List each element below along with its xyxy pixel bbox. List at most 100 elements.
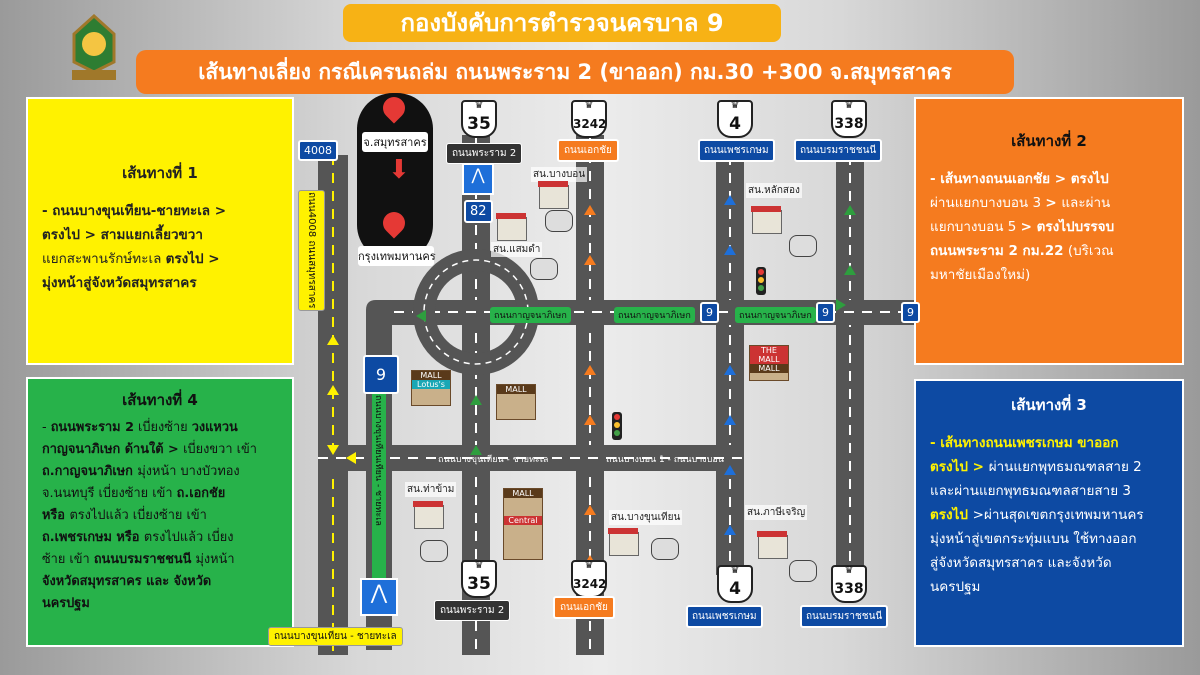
route-2-line-1: - เส้นทางถนนเอกชัย > ตรงไป	[930, 171, 1109, 187]
route-2-line-2a: ผ่านแยกบางบอน 3	[930, 195, 1046, 211]
page-subtitle: เส้นทางเลี่ยง กรณีเครนถล่ม ถนนพระราม 2 (…	[136, 50, 1014, 94]
route-82-sign: 82	[464, 200, 493, 223]
page-title: กองบังคับการตำรวจนครบาล 9	[343, 4, 781, 42]
route-2-title: เส้นทางที่ 2	[1011, 132, 1087, 150]
lotus-label: Lotus's	[412, 380, 450, 389]
borom-label-top: ถนนบรมราชชนนี	[794, 139, 883, 162]
traffic-light-icon	[756, 267, 766, 295]
route-338-shield-bottom: 338	[831, 564, 867, 603]
mall-label: MALL	[504, 489, 542, 498]
station-laksong-label: สน.หลักสอง	[746, 183, 802, 198]
expressway-icon: ⋀	[462, 163, 494, 195]
station-phasicharoen-label: สน.ภาษีเจริญ	[745, 505, 808, 520]
ekachai-label-top: ถนนเอกชัย	[557, 139, 619, 162]
station-bangbon-label: สน.บางบอน	[531, 167, 588, 182]
route-2-line-4a: ถนนพระราม 2 กม.22	[930, 243, 1064, 259]
bangkhun-mid-label: ถนนบางขุนเทียน - ชายทะเล	[438, 455, 549, 465]
legend-from-label: จ.สมุทรสาคร	[362, 132, 428, 152]
route-3-line-4b: >ผ่านสุดเขตกรุงเทพมหานคร	[972, 507, 1144, 523]
station-thakham-label: สน.ท่าข้าม	[405, 482, 457, 497]
route-4-title: เส้นทางที่ 4	[122, 391, 198, 409]
mall-label: MALL	[497, 385, 535, 394]
police-motorcycle-icon	[789, 560, 817, 582]
route-4-shield-top: 4	[717, 99, 753, 138]
police-motorcycle-icon	[545, 210, 573, 232]
legend-to-label: กรุงเทพมหานคร	[358, 246, 436, 266]
route-9-sign-c: 9	[901, 302, 920, 323]
route-4008-sign: 4008	[298, 140, 338, 161]
phetkasem-label-bottom: ถนนเพชรเกษม	[686, 605, 763, 628]
route-4-line-1c: เบี่ยงซ้าย	[133, 420, 192, 435]
route-3-line-7: นครปฐม	[930, 579, 981, 595]
arrow-down-icon: ⬇	[388, 155, 410, 185]
police-station-icon	[608, 528, 639, 556]
route-1-line-3a: แยกสะพานรักษ์ทะเล	[42, 251, 166, 267]
route-1-line-1: - ถนนบางขุนเทียน-ชายทะเล >	[42, 203, 227, 219]
vertical-left-label: ถนนบางขุนเทียนเทียน - ชายทะเล	[373, 395, 383, 526]
route-4-line-5b: ตรงไปแล้ว เบี่ยงซ้าย เข้า	[69, 508, 207, 523]
borom-label-bottom: ถนนบรมราชชนนี	[800, 605, 889, 628]
route-2-line-3a: แยกบางบอน 5	[930, 219, 1021, 235]
route-4-line-3b: มุ่งหน้า บางบัวทอง	[137, 464, 240, 479]
route-4-line-2b: เบี่ยงขวา เข้า	[183, 442, 257, 457]
station-samaedam-label: สน.แสมดำ	[491, 242, 543, 257]
route-3-line-2b: ผ่านแยกพุทธมณฑลสาย 2	[988, 459, 1142, 475]
route-4-shield-bottom: 4	[717, 564, 753, 603]
police-motorcycle-icon	[530, 258, 558, 280]
route-2-line-5: มหาชัยเมืองใหม่)	[930, 267, 1031, 283]
police-emblem-logo	[64, 13, 124, 86]
route-4-line-7c: มุ่งหน้า	[191, 552, 235, 567]
route-4-line-3a: ถ.กาญจนาภิเษก	[42, 464, 138, 479]
route-4-line-6a: ถ.เพชรเกษม หรือ	[42, 530, 144, 545]
route-3-title: เส้นทางที่ 3	[1011, 396, 1087, 414]
route-3-line-6: สู่จังหวัดสมุทรสาคร และจังหวัด	[930, 555, 1112, 571]
central-label: Central	[504, 516, 542, 525]
bangkhun-label-bottom: ถนนบางขุนเทียน - ชายทะเล	[268, 627, 403, 646]
mall-label: MALL	[412, 371, 450, 380]
road-bangkhunthian	[318, 445, 744, 471]
route-4-line-7b: ถนนบรมราชชนนี	[93, 552, 192, 567]
police-motorcycle-icon	[420, 540, 448, 562]
route-4-line-9: นครปฐม	[42, 596, 90, 611]
route-3242-shield-top: 3242	[571, 99, 607, 138]
the-mall-label: THE MALL	[750, 346, 788, 364]
route-1-title: เส้นทางที่ 1	[122, 164, 198, 182]
ekachai-label-bottom: ถนนเอกชัย	[553, 596, 615, 619]
police-station-icon	[751, 206, 782, 234]
route-35-shield-bottom: 35	[461, 559, 497, 598]
kanchana-label-2: ถนนกาญจนาภิเษก	[614, 307, 695, 323]
route-4-line-6b: ตรงไปแล้ว เบี่ยง	[143, 530, 234, 545]
police-station-icon	[757, 531, 788, 559]
route-2-line-2b: >	[1045, 195, 1062, 211]
route-4-line-1b: ถนนพระราม 2	[50, 420, 134, 435]
route-4-line-1d: วงแหวน	[191, 420, 238, 435]
rama2-label-bottom: ถนนพระราม 2	[434, 600, 511, 621]
route-9-sign-b: 9	[816, 302, 835, 323]
police-motorcycle-icon	[789, 235, 817, 257]
traffic-light-icon	[612, 412, 622, 440]
police-station-icon	[496, 213, 527, 241]
rd4008-label: ถนน4008 ถนนสมุทรสาคร	[298, 190, 325, 311]
route-3-line-3: และผ่านแยกพุทธมณฑลสายสาย 3	[930, 483, 1132, 499]
route-3-line-5: มุ่งหน้าสู่เขตกระทุ่มแบน ใช้ทางออก	[930, 531, 1137, 547]
route-4-line-7a: ซ้าย เข้า	[42, 552, 94, 567]
route-2-box: เส้นทางที่ 2 - เส้นทางถนนเอกชัย > ตรงไป …	[914, 97, 1184, 365]
phetkasem-label-top: ถนนเพชรเกษม	[698, 139, 775, 162]
rama2-label-top: ถนนพระราม 2	[446, 143, 523, 164]
route-9-sign-a: 9	[700, 302, 719, 323]
route-4-line-4b: ถ.เอกชัย	[176, 486, 226, 501]
expressway-icon: ⋀	[360, 578, 398, 616]
route-4-line-2a: กาญจนาภิเษก ด้านใต้ >	[42, 442, 184, 457]
route-4-line-1a: -	[42, 420, 51, 435]
kanchana-label-3: ถนนกาญจนาภิเษก	[735, 307, 816, 323]
route-2-line-4b: (บริเวณ	[1063, 243, 1114, 259]
route-2-line-3b: > ตรงไปบรรจบ	[1020, 219, 1115, 235]
kanchana-label-1: ถนนกาญจนาภิเษก	[490, 307, 571, 323]
mall-icon: MALL	[496, 384, 536, 420]
route-338-shield-top: 338	[831, 99, 867, 138]
route-3242-shield-bottom: 3242	[571, 559, 607, 598]
route-4-line-8: จังหวัดสมุทรสาคร และ จังหวัด	[42, 574, 212, 589]
central-mall-icon: MALL Central	[503, 488, 543, 560]
route-2-line-2c: และผ่าน	[1061, 195, 1111, 211]
